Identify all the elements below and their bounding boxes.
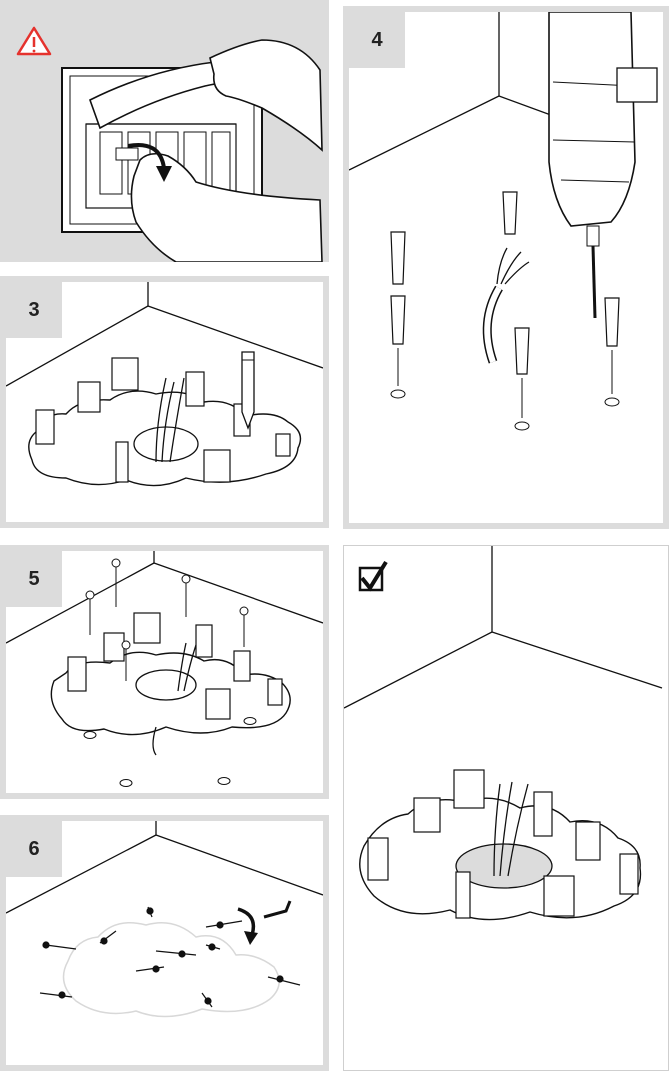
marking-illustration: [6, 282, 323, 487]
washer-rings: [83, 717, 257, 787]
step-6-panel: 6: [0, 815, 329, 1071]
completed-illustration: [344, 546, 663, 921]
hex-key-icon: [263, 900, 292, 919]
wall-plug-right: [604, 297, 620, 407]
wall-plug-middle-top: [502, 191, 518, 235]
checkbox-checked-icon: [358, 560, 388, 592]
step-4-panel: 4: [343, 6, 669, 529]
step-number: 4: [349, 12, 405, 68]
cable-hole: [135, 669, 197, 701]
cables: [155, 377, 185, 463]
power-off-illustration: [16, 26, 323, 262]
drill-icon: [548, 12, 658, 319]
fastening-illustration: [6, 821, 323, 1018]
room-corner: [6, 821, 323, 914]
wall-plug-middle-bottom: [514, 327, 530, 431]
screw-icons: [85, 558, 249, 681]
brackets: [367, 769, 639, 919]
step-5-panel: 5: [0, 545, 329, 799]
brackets: [67, 612, 283, 720]
room-corner: [6, 551, 323, 644]
rotate-arrow-icon: [127, 143, 172, 182]
rotate-arrow-icon: [237, 907, 258, 945]
warning-triangle-icon: [16, 26, 52, 56]
marker-pencil-icon: [241, 351, 255, 430]
drilling-illustration: [349, 12, 658, 431]
room-corner: [344, 546, 663, 709]
room-corner: [6, 282, 323, 387]
step-number: 6: [6, 821, 62, 877]
mounting-plate-faded: [62, 922, 280, 1018]
cable-hole: [133, 426, 199, 462]
cable-hole: [455, 843, 553, 889]
cables: [493, 781, 529, 877]
hand-switching-off: [130, 152, 323, 262]
wall-plug-left-top: [390, 231, 406, 285]
step-3-panel: 3: [0, 276, 329, 528]
step-1-panel: [0, 0, 329, 262]
bolt-icons: [39, 906, 301, 1008]
cable-bundle: [482, 247, 530, 364]
step-number: 5: [6, 551, 62, 607]
hand-opening-cover: [89, 39, 323, 152]
room-corner: [349, 12, 560, 171]
completed-panel: [343, 545, 669, 1071]
step-number: 3: [6, 282, 62, 338]
wall-plug-left-bottom: [390, 295, 406, 399]
screwing-illustration: [6, 551, 323, 787]
cables: [152, 642, 197, 756]
